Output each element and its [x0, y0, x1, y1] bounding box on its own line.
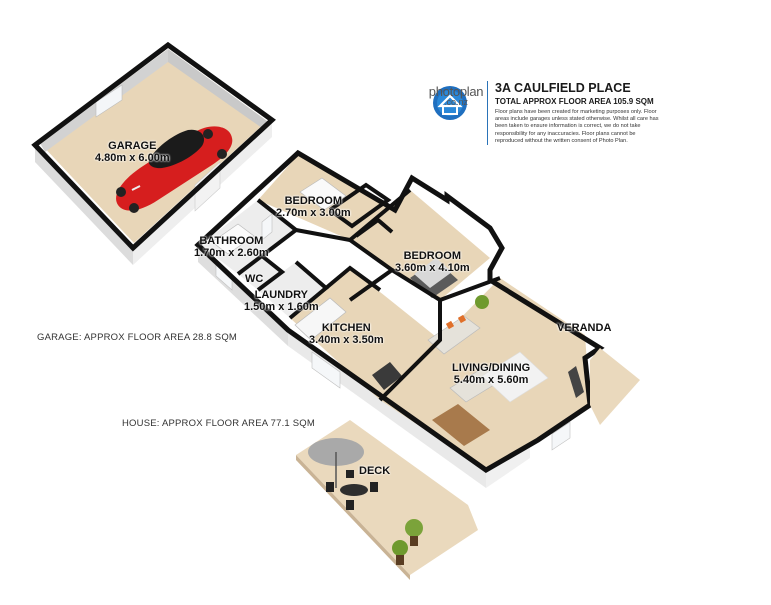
deck-edge	[296, 455, 410, 580]
parasol-icon	[308, 438, 364, 488]
kitchen-counter	[294, 297, 347, 341]
garage-side-wall	[168, 49, 267, 128]
total-area: TOTAL APPROX FLOOR AREA 105.9 SQM	[495, 97, 654, 106]
brand-name: photoplan	[428, 84, 484, 99]
bedroom1-label: BEDROOM 2.70m x 3.00m	[276, 195, 351, 219]
disclaimer-line: Floor plans have been created for market…	[495, 109, 657, 115]
photoplan-logo-icon	[433, 86, 467, 120]
kitchen-label: KITCHEN 3.40m x 3.50m	[309, 322, 384, 346]
veranda-name: VERANDA	[557, 322, 612, 334]
deck-label: DECK	[359, 465, 390, 477]
bedroom2-bed-linen	[414, 258, 452, 288]
bedroom2-floor	[350, 190, 490, 300]
veranda-surface	[590, 348, 640, 425]
disclaimer-line: responsibility for any inaccuracies. Flo…	[495, 130, 636, 137]
wc-label: WC	[245, 273, 263, 285]
garage-size: 4.80m x 6.00m	[95, 152, 170, 164]
laundry-size: 1.50m x 1.60m	[244, 301, 319, 313]
kitchen-island	[372, 362, 402, 390]
address-title: 3A CAULFIELD PLACE	[495, 81, 631, 95]
deck-name: DECK	[359, 465, 391, 477]
kitchen-name: KITCHEN	[321, 322, 371, 334]
windows	[215, 213, 571, 451]
bedroom2-name: BEDROOM	[403, 250, 462, 262]
living-size: 5.40m x 5.60m	[453, 374, 529, 386]
deck-table	[340, 484, 368, 496]
bedroom2-size: 3.60m x 4.10m	[395, 262, 470, 274]
house-area-note: HOUSE: APPROX FLOOR AREA 77.1 SQM	[122, 418, 315, 429]
house-building	[194, 149, 605, 488]
laundry-floor	[258, 262, 326, 318]
garage-wall-outline	[31, 41, 276, 252]
potted-plant-icon	[392, 519, 423, 565]
internal-walls	[236, 182, 501, 402]
house-wall-face-front	[288, 330, 486, 488]
bedroom1-bed	[299, 177, 347, 211]
laundry-label: LAUNDRY 1.50m x 1.60m	[244, 289, 319, 313]
kitchen-size: 3.40m x 3.50m	[309, 334, 384, 346]
tv-unit	[568, 366, 584, 398]
bathroom-label: BATHROOM 1.70m x 2.60m	[194, 235, 269, 259]
living-name: LIVING/DINING	[452, 362, 531, 374]
disclaimer: Floor plans have been created for market…	[495, 109, 665, 145]
bathroom-size: 1.70m x 2.60m	[194, 247, 269, 259]
veranda-label: VERANDA	[557, 322, 611, 334]
dining-table	[432, 404, 490, 446]
garage-building	[31, 41, 276, 265]
info-block: 3A CAULFIELD PLACE TOTAL APPROX FLOOR AR…	[487, 81, 665, 146]
bath-tub	[211, 223, 255, 255]
garage-wall-face-front	[35, 145, 133, 265]
brand-domain: .co.nz	[443, 97, 468, 107]
bedroom1-size: 2.70m x 3.00m	[276, 207, 351, 219]
garage-window	[95, 84, 123, 118]
wc-name: WC	[245, 273, 264, 285]
garage-floor	[40, 49, 267, 243]
house-wall-outline	[194, 149, 605, 473]
bathroom-name: BATHROOM	[199, 235, 264, 247]
garage-area-note: GARAGE: APPROX FLOOR AREA 28.8 SQM	[37, 332, 238, 343]
deck-chairs	[326, 470, 378, 510]
disclaimer-line: reproduced without the written consent o…	[495, 137, 628, 144]
garage-label: GARAGE 4.80m x 6.00m	[95, 140, 170, 164]
laundry-name: LAUNDRY	[254, 289, 308, 301]
disclaimer-line: been taken to ensure information is corr…	[495, 123, 641, 130]
disclaimer-line: areas include garages unless stated othe…	[495, 116, 659, 123]
bedroom2-label: BEDROOM 3.60m x 4.10m	[395, 250, 470, 274]
brand-block: photoplan .co.nz	[424, 84, 488, 107]
deck-area	[296, 420, 478, 580]
indoor-plant	[475, 295, 489, 309]
living-label: LIVING/DINING 5.40m x 5.60m	[452, 362, 530, 386]
car-icon	[116, 126, 233, 213]
rug	[481, 351, 549, 403]
bedroom1-name: BEDROOM	[284, 195, 343, 207]
garage-name: GARAGE	[108, 140, 157, 152]
